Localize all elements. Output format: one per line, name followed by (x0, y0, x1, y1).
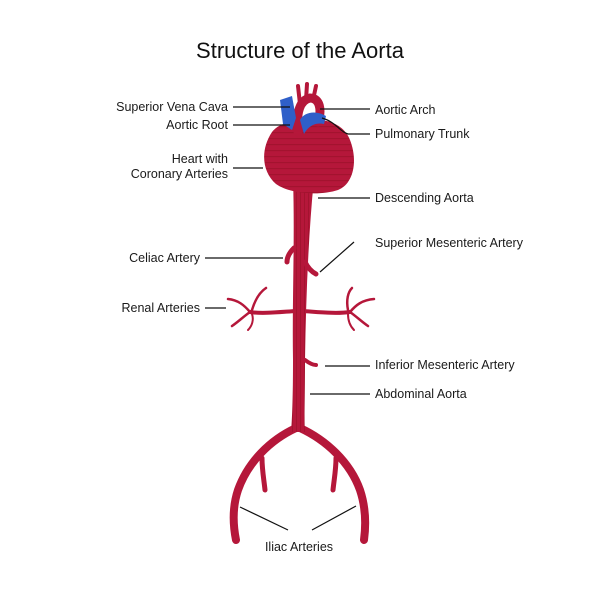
label-heart-line1: Heart with (171, 152, 228, 166)
aortic-arch (293, 82, 325, 137)
label-aortic-arch: Aortic Arch (375, 103, 436, 117)
label-heart-line2: Coronary Arteries (130, 167, 228, 181)
superior-mesenteric-shape (302, 259, 319, 277)
pulmonary-trunk-shape (300, 112, 326, 134)
celiac-artery-shape (284, 245, 297, 265)
iliac-arteries (229, 424, 370, 544)
label-superior-vena-cava: Superior Vena Cava (116, 100, 228, 114)
leader-lines (205, 106, 370, 531)
inferior-mesenteric-shape (303, 358, 318, 367)
label-iliac-arteries: Iliac Arteries (264, 540, 334, 554)
renal-arteries (226, 286, 376, 331)
label-renal-arteries: Renal Arteries (121, 301, 200, 315)
descending-aorta (291, 178, 314, 432)
label-abdominal-aorta: Abdominal Aorta (375, 387, 467, 401)
heart (264, 119, 354, 194)
label-aortic-root: Aortic Root (166, 118, 228, 132)
label-pulmonary-trunk: Pulmonary Trunk (375, 127, 470, 141)
label-celiac-artery: Celiac Artery (129, 251, 200, 265)
label-inferior-mesenteric-artery: Inferior Mesenteric Artery (375, 358, 515, 372)
superior-vena-cava-shape (280, 96, 296, 130)
label-superior-mesenteric-artery: Superior Mesenteric Artery (375, 236, 523, 250)
diagram-title: Structure of the Aorta (196, 38, 404, 63)
label-descending-aorta: Descending Aorta (375, 191, 474, 205)
